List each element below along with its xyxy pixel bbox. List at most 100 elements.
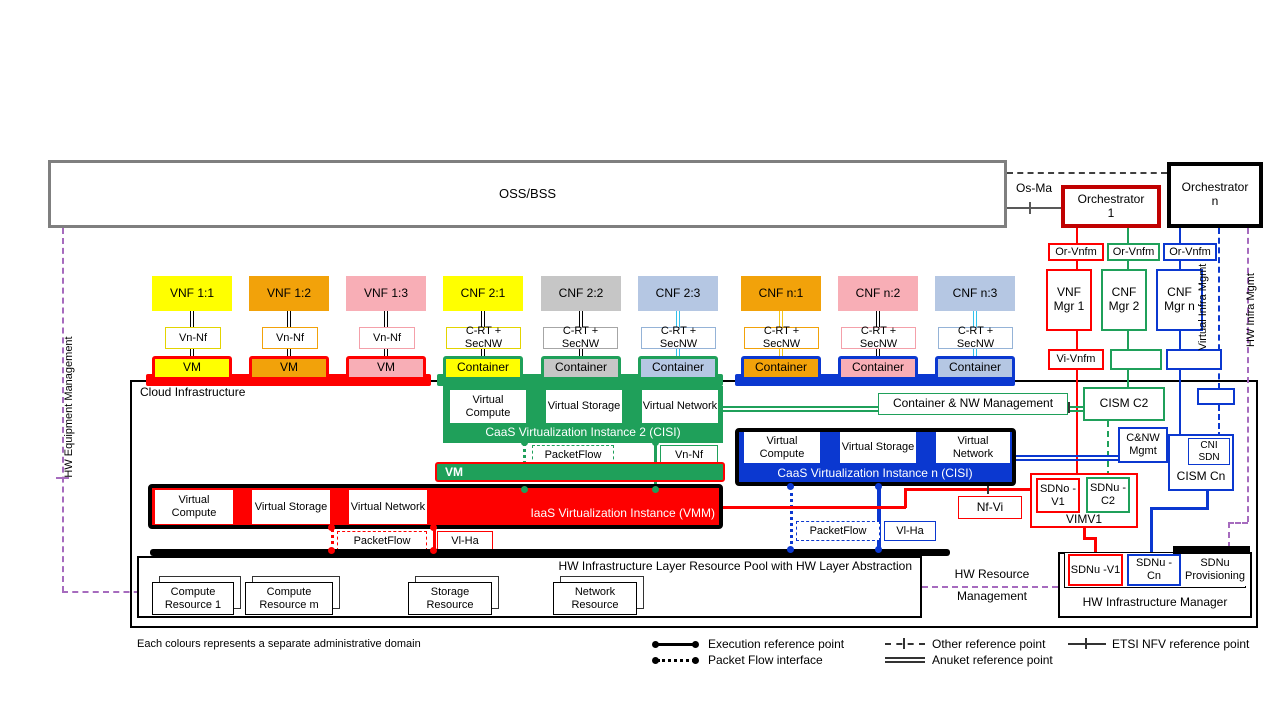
nf-box-vnf-1-1: VNF 1:1 bbox=[152, 276, 232, 311]
or-vnfm-label-1: Or-Vnfm bbox=[1048, 243, 1104, 261]
him-top-bar bbox=[1173, 546, 1250, 554]
hw-equipment-mgmt-label: HW Equipment Management bbox=[63, 336, 75, 478]
nfvi-line-v bbox=[904, 488, 907, 508]
caasn-virtual-compute: Virtual Compute bbox=[744, 432, 820, 463]
vlha-label-blue: Vl-Ha bbox=[884, 521, 936, 541]
hw-infra-mgmt-line-lower bbox=[1228, 522, 1230, 548]
anuket-line-blue-1 bbox=[1015, 455, 1168, 457]
vm-bar-label: VM bbox=[445, 465, 463, 479]
vi-vnfm-label: Vi-Vnfm bbox=[1048, 349, 1104, 370]
legend-other-tick bbox=[903, 638, 905, 649]
nfvi-line-h2 bbox=[904, 488, 1030, 491]
platform-box-container-2-1: Container bbox=[443, 356, 523, 380]
cism-c2-sdnu-dashed-line bbox=[1107, 421, 1109, 477]
vnnf-dot-green-top bbox=[652, 439, 659, 446]
hw-abstraction-bar bbox=[150, 549, 950, 556]
legend-anuket-line-1 bbox=[885, 657, 925, 659]
legend-etsi-line bbox=[1068, 643, 1106, 645]
platform-box-container-2-2: Container bbox=[541, 356, 621, 380]
vlha-dot-red-top bbox=[430, 524, 437, 531]
hw-equipment-mgmt-line-bottom bbox=[62, 591, 150, 593]
or-vnfm-label-3: Or-Vnfm bbox=[1163, 243, 1217, 261]
legend-anuket-line-2 bbox=[885, 661, 925, 663]
legend-packetflow-dot-left bbox=[652, 657, 659, 664]
nf-box-vnf-1-2: VNF 1:2 bbox=[249, 276, 329, 311]
virtual-infra-mgmt-line-lower bbox=[1218, 405, 1220, 438]
packetflow-dot-green-bottom bbox=[521, 486, 528, 493]
legend-execution-line bbox=[655, 643, 697, 646]
vmm-virtual-storage: Virtual Storage bbox=[252, 490, 330, 524]
cnf-mgr-2-box: CNF Mgr 2 bbox=[1101, 269, 1147, 331]
sdnu-c2-box: SDNu -C2 bbox=[1086, 477, 1130, 513]
vim-him-line-h bbox=[1083, 537, 1097, 540]
vnnf-dot-green-bottom bbox=[652, 486, 659, 493]
vi-vnfm-empty-blue-box bbox=[1166, 349, 1222, 370]
vmm-virtual-compute: Virtual Compute bbox=[155, 490, 233, 524]
os-ma-tick bbox=[1029, 202, 1031, 214]
nf-box-cnf-2-2: CNF 2:2 bbox=[541, 276, 621, 311]
orchestrator-1-box: Orchestrator 1 bbox=[1061, 185, 1161, 228]
legend-packetflow-label: Packet Flow interface bbox=[708, 653, 823, 667]
nf-box-cnf-n-3: CNF n:3 bbox=[935, 276, 1015, 311]
packetflow-label-red: PacketFlow bbox=[337, 531, 427, 551]
vlha-dot-blue-bottom bbox=[875, 546, 882, 553]
vm-bar: VM bbox=[435, 462, 725, 482]
vlha-dot-red-bottom bbox=[430, 547, 437, 554]
nf-box-cnf-2-3: CNF 2:3 bbox=[638, 276, 718, 311]
ref-label-cnf-n-3: C-RT + SecNW bbox=[938, 325, 1013, 350]
cism-him-line-v2 bbox=[1150, 507, 1153, 554]
cnf-mgr-n-box: CNF Mgr n bbox=[1156, 269, 1203, 331]
platform-box-vm-2: VM bbox=[249, 356, 329, 380]
packetflow-dot-red-bottom bbox=[328, 547, 335, 554]
vlha-label-red: Vl-Ha bbox=[437, 531, 493, 551]
caas2-label: CaaS Virtualization Instance 2 (CISI) bbox=[485, 424, 681, 439]
platform-box-container-2-3: Container bbox=[638, 356, 718, 380]
ref-label-cnf-2-2: C-RT + SecNW bbox=[543, 325, 618, 350]
ref-label-cnf-n-2: C-RT + SecNW bbox=[841, 325, 916, 350]
hw-equipment-mgmt-line bbox=[62, 228, 64, 592]
sdnu-cn-box: SDNu -Cn bbox=[1127, 554, 1181, 586]
legend-other-label: Other reference point bbox=[932, 637, 1046, 651]
caasn-label: CaaS Virtualization Instance n (CISI) bbox=[777, 465, 973, 480]
orchestrator-n-box: Orchestrator n bbox=[1167, 162, 1263, 228]
oss-bss-box: OSS/BSS bbox=[48, 160, 1007, 228]
packetflow-line-red bbox=[331, 528, 334, 552]
anuket-green-tick bbox=[1068, 402, 1070, 413]
ref-label-vnf-1-2: Vn-Nf bbox=[262, 327, 318, 349]
cnw-mgmt-box: C&NW Mgmt bbox=[1118, 427, 1168, 463]
hw-infra-mgmt-line-jog bbox=[1228, 522, 1248, 524]
cloud-infrastructure-title: Cloud Infrastructure bbox=[140, 385, 246, 399]
vmm-virtual-network: Virtual Network bbox=[349, 490, 427, 524]
caasn-virtual-storage: Virtual Storage bbox=[840, 432, 916, 463]
virtual-infra-mgmt-empty-box bbox=[1197, 388, 1235, 405]
legend-anuket-label: Anuket reference point bbox=[932, 653, 1053, 667]
other-ref-line-ossbss-orchestrator-n bbox=[1007, 172, 1167, 174]
nf-box-cnf-2-1: CNF 2:1 bbox=[443, 276, 523, 311]
hw-resource-mgmt-label-1: HW Resource bbox=[954, 567, 1030, 581]
hw-infra-manager-label: HW Infrastructure Manager bbox=[1082, 595, 1228, 610]
cism-cn-label: CISM Cn bbox=[1176, 469, 1226, 484]
cism-him-line-v1 bbox=[1206, 491, 1209, 510]
ref-label-cnf-2-1: C-RT + SecNW bbox=[446, 325, 521, 350]
compute-resource-m-box: Compute Resource m bbox=[245, 582, 333, 615]
packetflow-label-green: PacketFlow bbox=[532, 445, 614, 465]
packetflow-label-blue: PacketFlow bbox=[796, 521, 880, 541]
vimv1-label: VIMV1 bbox=[1065, 511, 1102, 526]
sdnu-provisioning-label: SDNu Provisioning bbox=[1184, 554, 1246, 586]
vnnf-label-green: Vn-Nf bbox=[660, 445, 718, 465]
cni-sdn-box: CNI SDN bbox=[1188, 438, 1230, 465]
vim-him-line-v1 bbox=[1083, 528, 1086, 539]
vlha-line-blue bbox=[877, 486, 881, 550]
anuket-line-blue-2 bbox=[1015, 459, 1168, 461]
packetflow-dot-blue-bottom bbox=[787, 546, 794, 553]
ref-label-cnf-2-3: C-RT + SecNW bbox=[641, 325, 716, 350]
os-ma-line bbox=[1007, 207, 1061, 209]
nfvi-tick bbox=[987, 483, 989, 494]
nf-box-cnf-n-2: CNF n:2 bbox=[838, 276, 918, 311]
ref-label-vnf-1-1: Vn-Nf bbox=[165, 327, 221, 349]
virtual-infra-mgmt-label: Virtual Infra Mgmt bbox=[1197, 263, 1209, 351]
caas2-virtual-storage: Virtual Storage bbox=[546, 390, 622, 423]
nfvi-label: Nf-Vi bbox=[958, 496, 1022, 519]
vlha-dot-blue-top bbox=[875, 483, 882, 490]
